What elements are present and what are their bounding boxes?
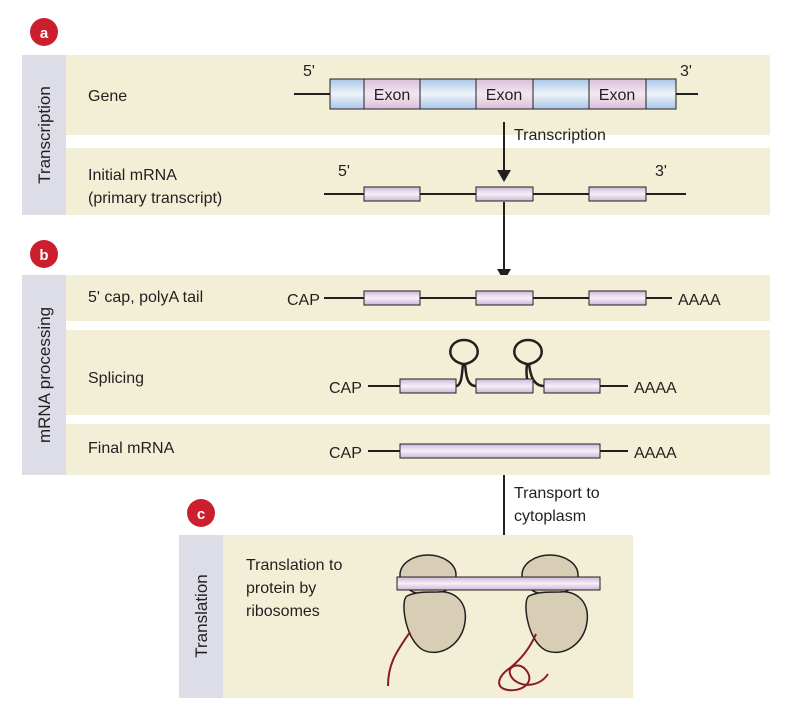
side-tab-transcription [22,55,66,215]
badge-b [30,240,58,268]
splicing-label: Splicing [88,370,144,387]
initial-mrna-three-prime: 3' [655,163,667,180]
transport-arrow-label-1: Transport to [514,485,600,502]
initial-mrna-exon-3 [588,186,647,202]
final-mrna-tail: AAAA [634,445,677,462]
cap-tail-exon-3 [588,290,647,306]
cap-tail-exon-1 [363,290,421,306]
gene-label: Gene [88,88,127,105]
intron-loop-2 [513,338,545,388]
ribosome-2-large-subunit [525,591,589,654]
transcription-arrow-head [497,170,511,182]
splicing-cap: CAP [329,380,362,397]
side-tab-translation [179,535,223,698]
transcription-arrow-label: Transcription [514,127,606,144]
panel-a: a Transcription Gene Exon Exon Exon 5' 3… [22,18,770,215]
splicing-tail: AAAA [634,380,677,397]
badge-b-letter: b [39,247,48,264]
side-label-translation: Translation [192,574,211,657]
intron-loop-1 [449,338,479,388]
transport-arrow-label-2: cytoplasm [514,508,586,525]
gene-exon-2-label: Exon [486,87,522,104]
initial-mrna-label-1: Initial mRNA [88,167,177,184]
cap-tail-label: 5' cap, polyA tail [88,289,203,306]
gene-exon-1-label: Exon [374,87,410,104]
badge-c-letter: c [197,506,205,523]
side-label-transcription: Transcription [35,86,54,184]
panel-c: c Translation Translation to protein by … [179,499,633,698]
band-initial-mrna [66,148,770,215]
cap-tail-cap: CAP [287,292,320,309]
initial-mrna-exon-2 [475,186,534,202]
ribosome-2 [521,554,589,654]
badge-a [30,18,58,46]
splicing-exon-1 [399,378,457,394]
gene-five-prime: 5' [303,63,315,80]
translation-mrna [396,576,601,591]
splicing-exon-2 [475,378,534,394]
gene-three-prime: 3' [680,63,692,80]
initial-mrna-exon-1 [363,186,421,202]
gene-exon-2 [475,78,534,110]
protein-chain-1 [387,631,411,687]
gene-exon-3-label: Exon [599,87,635,104]
cap-tail-tail: AAAA [678,292,721,309]
gene-exon-3 [588,78,647,110]
final-mrna-cap: CAP [329,445,362,462]
translation-label-3: ribosomes [246,603,320,620]
final-mrna-exons [399,443,601,459]
gene-exon-1 [363,78,421,110]
cap-tail-exon-2 [475,290,534,306]
badge-c [187,499,215,527]
side-tab-mrna-processing [22,275,66,475]
initial-mrna-label-2: (primary transcript) [88,190,222,207]
side-label-mrna-processing: mRNA processing [35,307,54,443]
badge-a-letter: a [40,25,49,42]
translation-label-1: Translation to [246,557,342,574]
translation-label-2: protein by [246,580,316,597]
panel-b: b mRNA processing 5' cap, polyA tail CAP… [22,240,770,475]
protein-chain-2 [498,633,549,692]
splicing-exon-3 [543,378,601,394]
initial-mrna-five-prime: 5' [338,163,350,180]
band-splicing [66,330,770,415]
final-mrna-label: Final mRNA [88,440,175,457]
